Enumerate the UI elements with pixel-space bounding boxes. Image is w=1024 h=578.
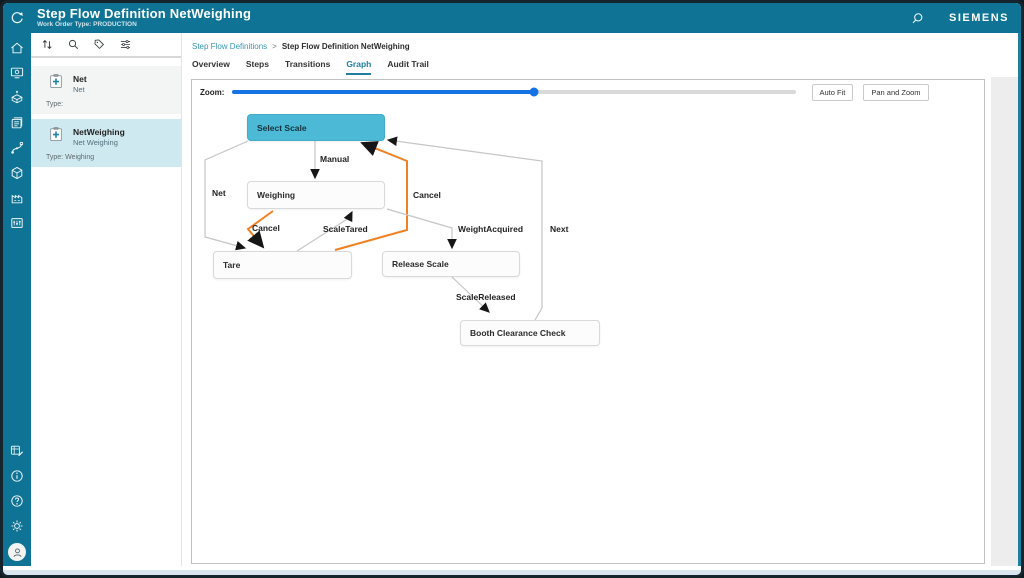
search-icon[interactable] bbox=[910, 11, 925, 26]
pan-and-zoom-button[interactable]: Pan and Zoom bbox=[863, 83, 929, 101]
item-type: Type: bbox=[46, 101, 64, 108]
edge-scalereleased[interactable] bbox=[451, 276, 490, 313]
nav-sidebar bbox=[3, 33, 31, 566]
settings-gear-icon[interactable] bbox=[9, 518, 25, 534]
footer-gap bbox=[3, 566, 1021, 570]
back-icon bbox=[11, 12, 23, 24]
breadcrumb-current: Step Flow Definition NetWeighing bbox=[281, 42, 410, 51]
zoom-slider-thumb[interactable] bbox=[529, 87, 539, 97]
edge-scaletared[interactable] bbox=[296, 210, 353, 252]
help-icon[interactable] bbox=[9, 493, 25, 509]
factory-icon[interactable] bbox=[9, 190, 25, 206]
list-toolbar bbox=[31, 33, 181, 58]
siemens-logo: SIEMENS bbox=[948, 12, 1009, 24]
zoom-slider[interactable] bbox=[232, 87, 796, 97]
main-content: Step Flow Definitions > Step Flow Defini… bbox=[182, 33, 1021, 566]
user-avatar[interactable] bbox=[8, 543, 26, 561]
tab-overview[interactable]: Overview bbox=[192, 59, 230, 69]
app-header: Step Flow Definition NetWeighing Work Or… bbox=[3, 3, 1021, 33]
edge-next[interactable] bbox=[386, 136, 543, 321]
node-select-scale[interactable]: Select Scale bbox=[247, 114, 385, 141]
sampling-icon[interactable] bbox=[9, 140, 25, 156]
node-booth-clearance-check[interactable]: Booth Clearance Check bbox=[460, 320, 600, 346]
edge-label-net: Net bbox=[212, 188, 226, 198]
edge-label-weightacquired: WeightAcquired bbox=[458, 224, 523, 234]
operations-panel-icon[interactable] bbox=[9, 215, 25, 231]
item-subtitle: Net bbox=[73, 84, 85, 94]
sort-icon[interactable] bbox=[41, 38, 54, 51]
right-edge-strip bbox=[1018, 33, 1021, 566]
auto-fit-button[interactable]: Auto Fit bbox=[811, 83, 854, 101]
user-avatar-icon bbox=[12, 547, 22, 557]
title-block: Step Flow Definition NetWeighing Work Or… bbox=[37, 7, 251, 28]
right-gutter bbox=[991, 77, 1021, 566]
edge-cancel[interactable] bbox=[246, 210, 274, 249]
filter-icon[interactable] bbox=[119, 38, 132, 51]
edge-label-scalereleased: ScaleReleased bbox=[456, 292, 516, 302]
breadcrumb-separator: > bbox=[272, 42, 277, 51]
graph-toolbar: Zoom: Auto Fit Pan and Zoom bbox=[192, 80, 984, 104]
edge-label-cancel: Cancel bbox=[413, 190, 441, 200]
item-title: Net bbox=[73, 74, 87, 84]
material-cube-icon[interactable] bbox=[9, 165, 25, 181]
info-icon[interactable] bbox=[9, 468, 25, 484]
production-monitor-icon[interactable] bbox=[9, 65, 25, 81]
tab-steps[interactable]: Steps bbox=[245, 59, 269, 69]
edge-label-next: Next bbox=[550, 224, 569, 234]
page-subtitle: Work Order Type: PRODUCTION bbox=[37, 20, 137, 28]
edge-label-scaletared: ScaleTared bbox=[323, 224, 368, 234]
edge-label-manual: Manual bbox=[320, 154, 349, 164]
step-flow-icon bbox=[50, 127, 62, 142]
search-icon[interactable] bbox=[67, 38, 80, 51]
breadcrumb: Step Flow Definitions > Step Flow Defini… bbox=[182, 33, 1021, 51]
documents-icon[interactable] bbox=[9, 115, 25, 131]
edge-net[interactable] bbox=[204, 140, 249, 251]
tab-graph[interactable]: Graph bbox=[346, 59, 372, 75]
back-button[interactable] bbox=[3, 10, 31, 26]
node-weighing[interactable]: Weighing bbox=[247, 181, 385, 209]
zoom-slider-fill bbox=[232, 90, 534, 94]
footer-strip bbox=[3, 570, 1021, 575]
tab-audit-trail[interactable]: Audit Trail bbox=[387, 59, 429, 69]
edge-label-cancel: Cancel bbox=[252, 223, 280, 233]
shipping-icon[interactable] bbox=[9, 90, 25, 106]
edge-weightacquired[interactable] bbox=[386, 208, 457, 250]
item-subtitle: Net Weighing bbox=[73, 137, 118, 147]
page-title: Step Flow Definition NetWeighing bbox=[37, 6, 252, 22]
item-type: Type: Weighing bbox=[46, 154, 95, 161]
step-flow-icon bbox=[50, 74, 62, 89]
edge-cancel[interactable] bbox=[334, 141, 408, 251]
home-icon[interactable] bbox=[9, 40, 25, 56]
table-edit-icon[interactable] bbox=[9, 443, 25, 459]
breadcrumb-parent-link[interactable]: Step Flow Definitions bbox=[192, 42, 268, 51]
node-release-scale[interactable]: Release Scale bbox=[382, 251, 520, 277]
tab-transitions[interactable]: Transitions bbox=[284, 59, 331, 69]
tags-icon[interactable] bbox=[93, 38, 106, 51]
zoom-label: Zoom: bbox=[200, 87, 225, 97]
node-tare[interactable]: Tare bbox=[213, 251, 352, 279]
item-title: NetWeighing bbox=[73, 127, 125, 137]
tab-bar: Overview Steps Transitions Graph Audit Trail bbox=[182, 51, 1021, 75]
